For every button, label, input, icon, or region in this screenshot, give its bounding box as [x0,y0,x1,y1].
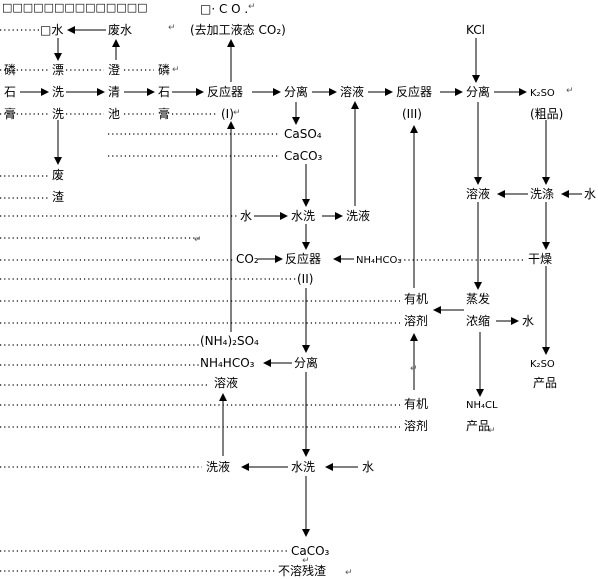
node-di-1: 洗 [52,107,65,121]
co-label: □· C O . [200,2,249,16]
node-rongye-3: 溶液 [214,376,239,390]
node-nongsuo: 浓缩 [466,314,491,328]
node-ganzao: 干燥 [528,252,553,266]
node-xidi: 洗涤 [530,187,555,201]
paragraph-mark-icon: ↵ [168,23,176,33]
node-lin-2: 磷 [158,63,171,77]
paragraph-mark-icon: ↵ [172,65,180,75]
node-fanyingqi-1: 反应器 [207,85,244,99]
node-chanpin-2: 产品 [466,419,491,433]
node-fei: 废 [52,168,65,182]
node-rongji-2: 溶剂 [404,419,429,433]
node-shi-2: 石 [158,85,171,99]
node-mark-i: (I) [221,107,234,121]
node-kcl: KCl [466,23,485,37]
paragraph-mark-icon: ↵ [488,426,496,436]
node-piao: 漂 [52,63,65,77]
node-chi: 池 [108,107,121,121]
node-qing: 清 [108,85,121,99]
node-mark-iii: (III) [402,107,422,121]
node-cupin: (粗品) [530,107,564,121]
node-gao-1: 膏 [4,107,17,121]
node-nh4-2so4: (NH₄)₂SO₄ [200,334,259,348]
paragraph-mark-icon: ↵ [194,235,202,245]
node-xi-1: 洗 [52,85,65,99]
node-gao-2: 膏 [158,107,171,121]
node-shui-r1: 水 [584,187,597,201]
node-youji-2: 有机 [404,397,429,411]
node-rongye-2: 溶液 [466,187,491,201]
node-caso4: CaSO₄ [284,127,322,141]
node-shui-3: 水 [522,314,535,328]
paragraph-mark-icon: ↵ [248,2,256,12]
node-shuixi-1: 水洗 [291,209,316,223]
paragraph-mark-icon: ↵ [345,568,353,578]
node-shuixi-2: 水洗 [291,460,316,474]
node-mark-ii: (II) [297,272,314,286]
paragraph-mark-icon: ↵ [566,86,574,96]
paragraph-mark-icon: ↵ [302,556,310,566]
node-caco3-1: CaCO₃ [284,149,323,163]
node-nh4hco3-out: NH₄HCO₃ [200,356,255,370]
node-xiye-1: 洗液 [346,209,371,223]
node-fenli-1: 分离 [284,85,309,99]
node-zha: 渣 [52,190,65,204]
node-cheng-1: 澄 [108,63,121,77]
node-nh4hco3-in: NH₄HCO₃ [356,255,402,266]
node-lin-1: 磷 [4,63,17,77]
node-fanyingqi-3: 反应器 [396,85,433,99]
node-nh4cl: NH₄CL [466,400,498,411]
node-qu-jiagong: (去加工液态 CO₂) [190,23,286,37]
node-zhengfa: 蒸发 [466,292,491,306]
header-glyph-run: □□□□□□□□□□□□□□ [2,1,148,14]
node-shi-1: 石 [4,85,17,99]
node-feishui: 废水 [108,23,133,37]
node-youji-1: 有机 [404,292,429,306]
node-fenli-3: 分离 [466,85,491,99]
node-k2so-1: K₂SO [530,88,555,99]
node-shui-4: 水 [362,460,375,474]
node-fanyingqi-2: 反应器 [285,252,322,266]
node-k2so-2: K₂SO [530,359,555,370]
node-caco3-2: CaCO₃ [291,544,330,558]
node-burongcanzha: 不溶残渣 [278,564,327,578]
node-shui-top: □水 [40,23,64,37]
node-co2: CO₂ [236,252,259,266]
node-fenli-2: 分离 [294,356,319,370]
node-xiye-2: 洗液 [206,460,231,474]
node-rongji-1: 溶剂 [404,314,429,328]
paragraph-mark-icon: ↵ [233,108,241,118]
paragraph-mark-icon: ↵ [410,364,418,374]
node-chanpin-1: 产品 [533,376,558,390]
node-rongye-1: 溶液 [340,85,365,99]
node-shui-2: 水 [240,209,253,223]
